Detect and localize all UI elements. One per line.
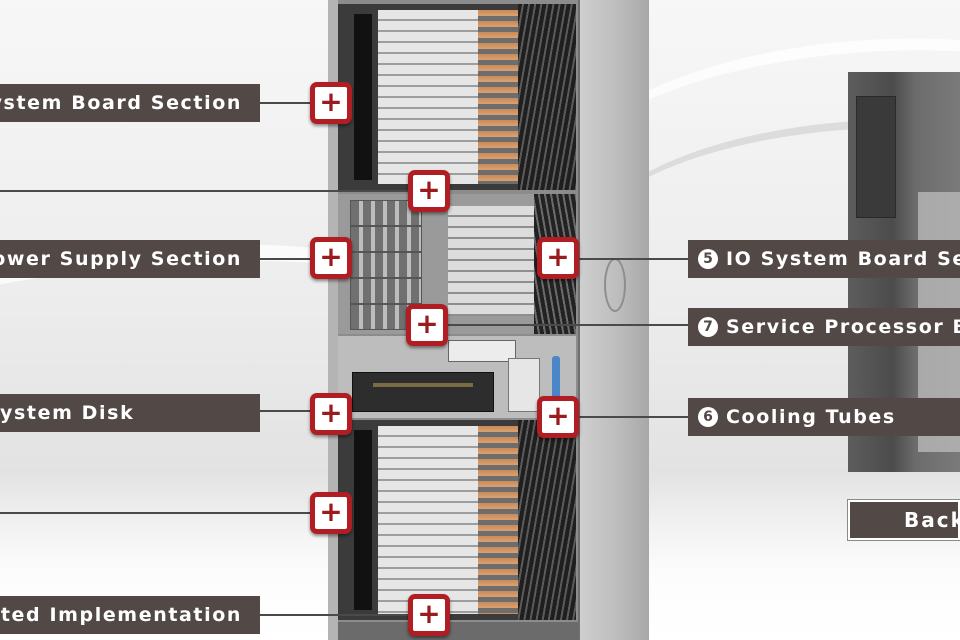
label-text: ystem Board Section [0,92,242,114]
connector-line [578,258,688,260]
back-button[interactable]: Back [847,499,960,541]
io-system-boards [448,206,534,316]
label-power-supply-section[interactable]: ower Supply Section [0,240,260,278]
hotspot-cooling-tubes[interactable]: + [537,396,579,438]
connector-line [446,324,688,326]
connector-line [258,102,310,104]
hotspot-service-processor[interactable]: + [406,304,448,346]
hotspot-system-board-lower[interactable]: + [310,492,352,534]
label-text: ower Supply Section [0,248,242,270]
plus-icon: + [319,85,343,118]
label-text: Cooling Tubes [726,406,896,428]
plus-icon: + [319,396,343,429]
hotspot-system-disk[interactable]: + [310,393,352,435]
connector-line [0,190,408,192]
label-io-system-board[interactable]: 5 IO System Board Se [688,240,960,278]
cable-bundle [518,420,576,620]
cooling-plates [478,426,518,614]
number-badge: 6 [698,407,718,427]
number-badge: 5 [698,249,718,269]
hotspot-implementation[interactable]: + [408,594,450,636]
connector-line [258,258,310,260]
connector-line [578,416,688,418]
label-text: IO System Board Se [726,248,960,270]
connector-line [258,614,408,616]
system-board-section-lower [338,420,576,620]
system-disk-section [338,336,576,418]
service-processor-board [508,358,540,412]
plus-icon: + [546,399,570,432]
system-boards [378,426,478,614]
label-text: Service Processor B [726,316,960,338]
label-service-processor[interactable]: 7 Service Processor B [688,308,960,346]
board-rail [354,14,372,180]
label-system-board-section[interactable]: ystem Board Section [0,84,260,122]
board-rail [354,430,372,610]
number-badge: 7 [698,317,718,337]
plus-icon: + [415,307,439,340]
rack-panel [856,96,896,218]
plus-icon: + [319,240,343,273]
label-system-disk[interactable]: ystem Disk [0,394,260,432]
cooling-tube [552,356,560,412]
rack-base [338,622,578,640]
power-supply-units [350,200,422,330]
system-boards [378,10,478,184]
plus-icon: + [417,173,441,206]
label-cooling-tubes[interactable]: 6 Cooling Tubes [688,398,960,436]
plus-icon: + [546,240,570,273]
rack-bezel [328,0,338,640]
connector-line [258,410,310,412]
cable-bundle [518,4,576,190]
label-implementation[interactable]: anted Implementation [0,596,260,634]
label-text: anted Implementation [0,604,242,626]
connector-line [0,512,310,514]
back-button-label: Back [904,508,960,532]
cooling-plates [478,10,518,184]
server-rack-image [328,0,649,640]
fujitsu-logo-icon [604,258,626,312]
plus-icon: + [319,495,343,528]
rack-front [328,0,580,640]
label-text: ystem Disk [0,402,135,424]
plus-icon: + [417,597,441,630]
hotspot-upper-section[interactable]: + [408,170,450,212]
service-processor-unit [448,340,516,362]
hotspot-io-system-board[interactable]: + [537,237,579,279]
system-disk-unit [352,372,494,412]
hotspot-power-supply[interactable]: + [310,237,352,279]
system-board-section-upper [338,4,576,190]
rack-side-panel [578,0,649,640]
hotspot-system-board-upper[interactable]: + [310,82,352,124]
